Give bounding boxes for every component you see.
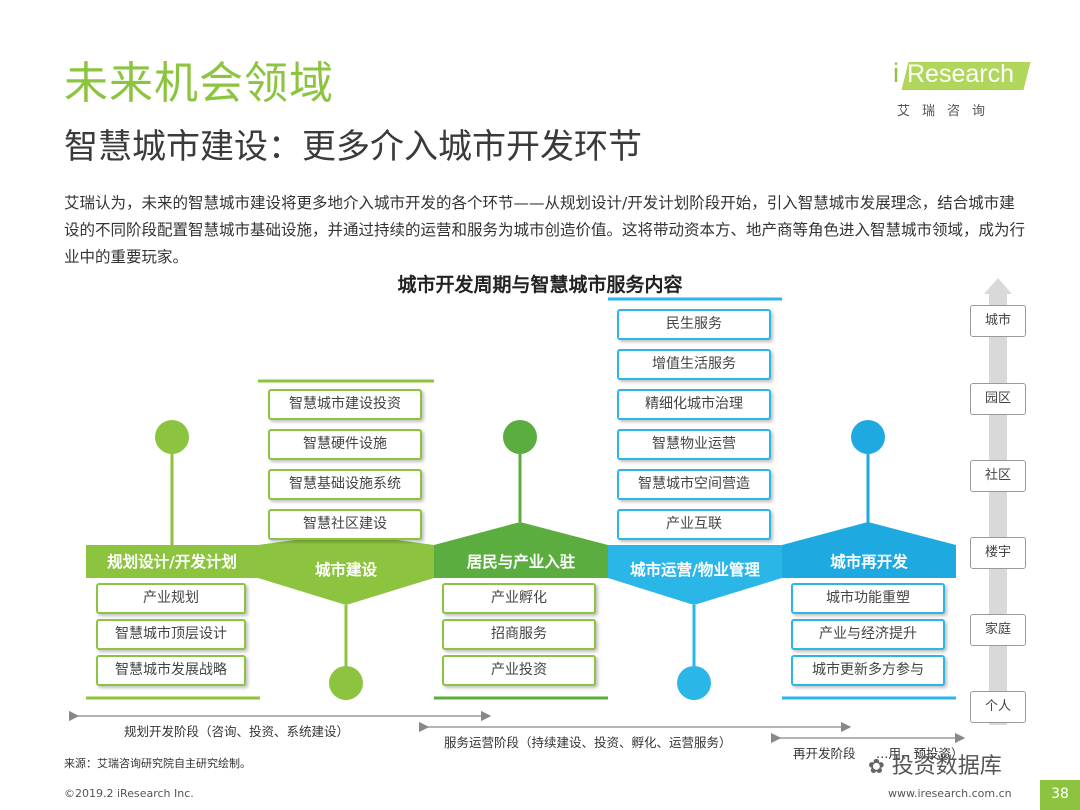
- pin-circle-2: [329, 666, 363, 700]
- operation-item: 智慧城市空间营造: [617, 469, 771, 500]
- redevelop-item: 产业与经济提升: [791, 619, 945, 650]
- construction-item: 智慧城市建设投资: [268, 389, 422, 420]
- stage-shape-5: [782, 522, 956, 578]
- source-note: 来源：艾瑞咨询研究院自主研究绘制。: [64, 757, 251, 770]
- phase-label-service: 服务运营阶段（持续建设、投资、孵化、运营服务）: [444, 735, 732, 750]
- pin-circle-5: [851, 420, 885, 454]
- phase-label-planning: 规划开发阶段（咨询、投资、系统建设）: [124, 724, 350, 739]
- phase-label-redevelop: 再开发阶段: [793, 746, 856, 761]
- settlement-item: 产业孵化: [442, 583, 596, 614]
- page-title: 智慧城市建设：更多介入城市开发环节: [64, 127, 642, 167]
- stage-shape-1: [86, 545, 258, 578]
- pin-circle-3: [503, 420, 537, 454]
- pin-circle-4: [677, 666, 711, 700]
- stage-label-settlement: 居民与产业入驻: [466, 553, 576, 571]
- stage-shape-3: [434, 522, 608, 578]
- diagram-title: 城市开发周期与智慧城市服务内容: [397, 274, 683, 296]
- redevelop-item: 城市更新多方参与: [791, 655, 945, 686]
- stage-label-planning: 规划设计/开发计划: [107, 553, 237, 571]
- operation-item: 智慧物业运营: [617, 429, 771, 460]
- scale-community: 社区: [970, 460, 1026, 492]
- scale-park: 园区: [970, 383, 1026, 415]
- planning-item: 产业规划: [96, 583, 246, 614]
- stage-label-redevelop: 城市再开发: [830, 553, 908, 571]
- scale-building: 楼宇: [970, 537, 1026, 569]
- planning-item: 智慧城市顶层设计: [96, 619, 246, 650]
- scale-axis-arrow: [984, 278, 1012, 725]
- redevelop-item: 城市功能重塑: [791, 583, 945, 614]
- watermark-text: 投资数据库: [891, 754, 1002, 779]
- settlement-item: 招商服务: [442, 619, 596, 650]
- intro-paragraph: 艾瑞认为，未来的智慧城市建设将更多地介入城市开发的各个环节——从规划设计/开发计…: [64, 194, 1026, 266]
- logo-subtitle: 艾瑞咨询: [897, 104, 998, 119]
- construction-item: 智慧社区建设: [268, 509, 422, 540]
- construction-item: 智慧基础设施系统: [268, 469, 422, 500]
- operation-item: 产业互联: [617, 509, 771, 540]
- planning-item: 智慧城市发展战略: [96, 655, 246, 686]
- wechat-icon: ✿: [868, 754, 885, 778]
- copyright: ©2019.2 iResearch Inc.: [64, 787, 194, 800]
- stage-shape-4: [608, 545, 782, 605]
- operation-item: 增值生活服务: [617, 349, 771, 380]
- logo-brand: Research: [907, 60, 1014, 88]
- watermark: ✿ 投资数据库: [868, 748, 1002, 780]
- operation-item: 精细化城市治理: [617, 389, 771, 420]
- website-url: www.iresearch.com.cn: [888, 787, 1012, 800]
- construction-item: 智慧硬件设施: [268, 429, 422, 460]
- phase-label-redevelop-tail: …用、预投资）: [876, 746, 964, 761]
- pin-circle-1: [155, 420, 189, 454]
- scale-household: 家庭: [970, 614, 1026, 646]
- stage-label-operation: 城市运营/物业管理: [630, 561, 760, 579]
- iresearch-logo: i Research 艾瑞咨询: [893, 58, 1033, 119]
- page-number: 38: [1040, 780, 1080, 810]
- section-title: 未来机会领域: [64, 58, 334, 109]
- logo-letter-i: i: [893, 58, 899, 88]
- stage-shape-2: [258, 533, 434, 605]
- scale-individual: 个人: [970, 691, 1026, 723]
- stage-label-construction: 城市建设: [314, 561, 377, 579]
- settlement-item: 产业投资: [442, 655, 596, 686]
- operation-item: 民生服务: [617, 309, 771, 340]
- scale-city: 城市: [970, 305, 1026, 337]
